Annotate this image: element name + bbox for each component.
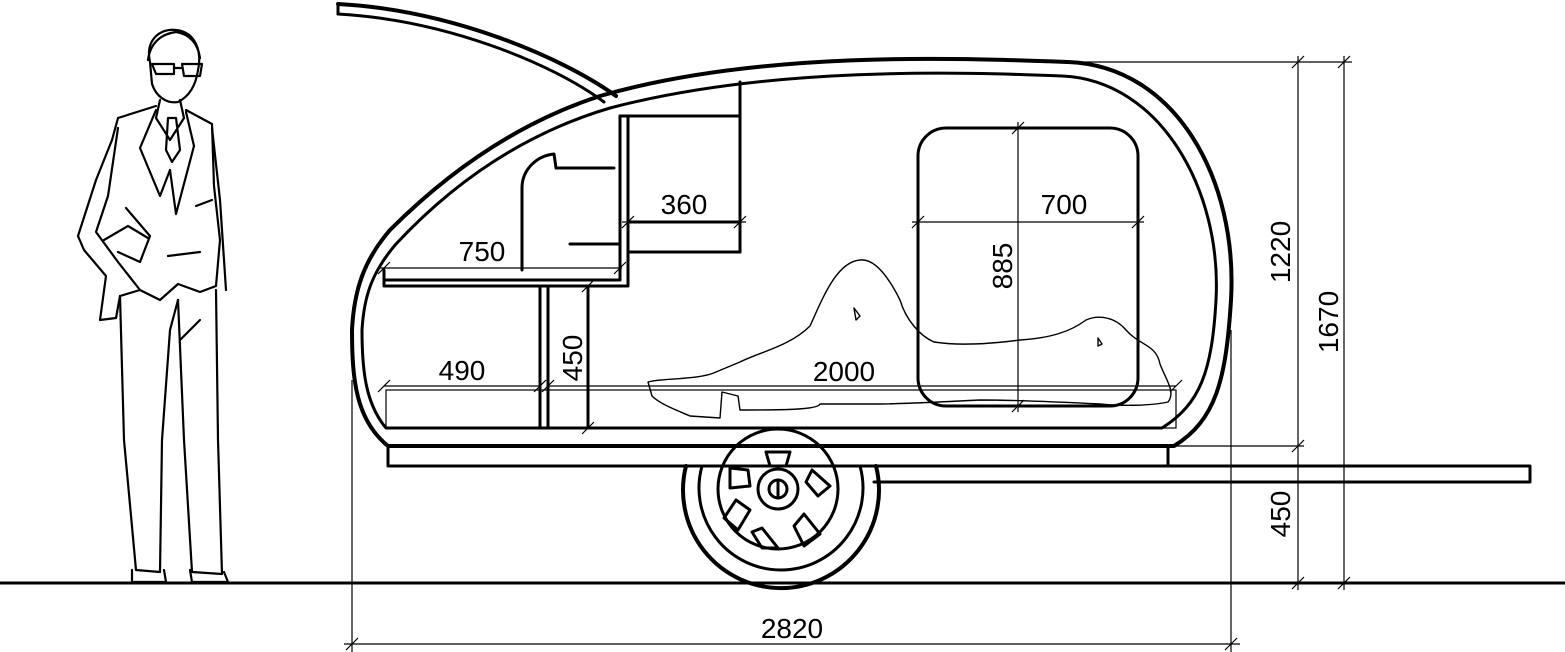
side-window: [916, 126, 1140, 408]
mattress: [385, 389, 1177, 429]
dim-window-width: 700: [1041, 189, 1088, 220]
dim-bed-length: 2000: [813, 356, 875, 387]
trailer-body: [336, 2, 1532, 484]
dim-ground-clearance: 450: [1265, 491, 1296, 538]
dim-body-height: 1220: [1265, 221, 1296, 283]
dim-seat-depth: 490: [439, 355, 486, 386]
dim-seat-height: 450: [557, 335, 588, 382]
sleeping-person-sketch: [647, 259, 1172, 419]
dim-total-length: 2820: [761, 613, 823, 644]
dim-window-height: 885: [987, 243, 1018, 290]
dim-total-height: 1670: [1313, 291, 1344, 353]
wheel: [681, 427, 881, 591]
dim-cabinet-width: 360: [661, 189, 708, 220]
dimension-lines: [344, 55, 1352, 652]
person-figure: [76, 28, 230, 584]
dim-counter-depth: 750: [459, 236, 506, 267]
